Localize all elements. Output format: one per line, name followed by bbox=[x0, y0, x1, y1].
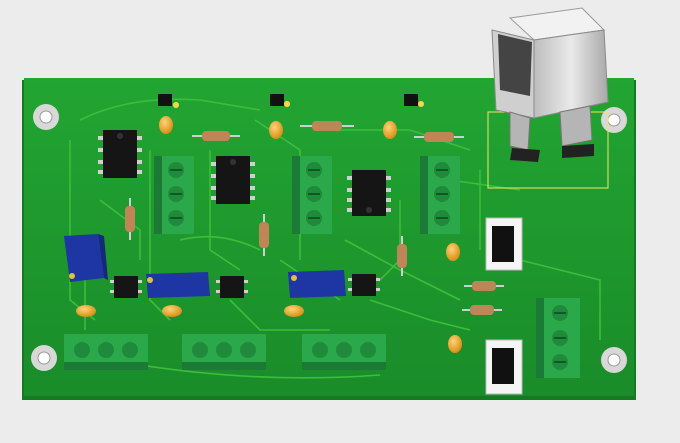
terminal-block bbox=[182, 334, 266, 370]
capacitor bbox=[383, 121, 397, 139]
capacitor bbox=[448, 335, 462, 353]
mounting-hole bbox=[31, 345, 57, 371]
mounting-hole bbox=[601, 347, 627, 373]
trimpot bbox=[288, 270, 346, 298]
resistor bbox=[397, 236, 407, 276]
terminal-block bbox=[420, 156, 460, 234]
transistor-q3 bbox=[404, 94, 424, 107]
dip8-ic bbox=[347, 170, 391, 216]
terminal-block bbox=[536, 298, 580, 378]
dip8-ic bbox=[98, 130, 142, 178]
resistor bbox=[259, 214, 269, 256]
capacitor bbox=[162, 305, 182, 317]
capacitor bbox=[76, 305, 96, 317]
capacitor bbox=[446, 243, 460, 261]
transistor-q1 bbox=[158, 94, 179, 108]
terminal-blocks-horizontal bbox=[64, 334, 386, 370]
resistor bbox=[125, 198, 135, 240]
trimpot bbox=[64, 234, 108, 282]
trimpot bbox=[146, 272, 210, 298]
terminal-blocks-vertical bbox=[154, 156, 580, 378]
capacitor bbox=[269, 121, 283, 139]
mounting-hole bbox=[33, 104, 59, 130]
mounting-holes bbox=[31, 104, 627, 373]
copper-traces bbox=[69, 98, 601, 379]
voltage-regulator bbox=[485, 339, 523, 395]
resistors bbox=[125, 121, 504, 315]
small-ic bbox=[216, 276, 248, 298]
capacitors bbox=[76, 116, 462, 353]
resistor bbox=[300, 121, 354, 131]
terminal-block bbox=[64, 334, 148, 370]
resistor bbox=[192, 131, 240, 141]
dip8-ic bbox=[211, 156, 255, 204]
ic-chips bbox=[98, 130, 391, 298]
trimpots bbox=[64, 234, 346, 298]
resistor bbox=[464, 281, 504, 291]
capacitor bbox=[159, 116, 173, 134]
small-ic bbox=[110, 276, 142, 298]
terminal-block bbox=[292, 156, 332, 234]
transistor-q2 bbox=[270, 94, 290, 107]
resistor bbox=[414, 132, 464, 142]
small-ic bbox=[348, 274, 380, 296]
voltage-regulator bbox=[485, 217, 523, 271]
rocker-switch bbox=[491, 7, 609, 162]
terminal-block bbox=[302, 334, 386, 370]
mounting-hole bbox=[601, 107, 627, 133]
resistor bbox=[462, 305, 502, 315]
terminal-block bbox=[154, 156, 194, 234]
voltage-regulators bbox=[485, 217, 523, 395]
capacitor bbox=[284, 305, 304, 317]
